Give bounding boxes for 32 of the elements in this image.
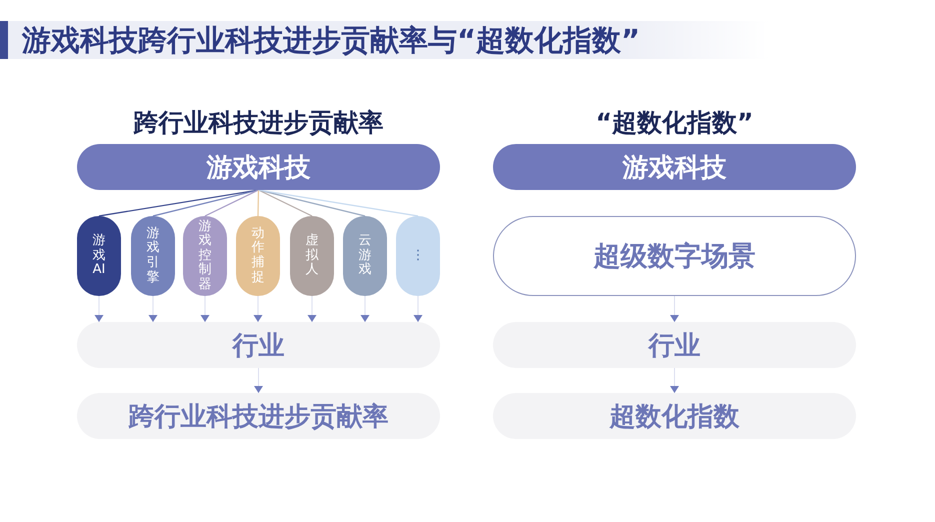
down-arrow bbox=[414, 296, 422, 322]
down-arrow bbox=[94, 296, 104, 322]
category-pill: 云游戏 bbox=[343, 216, 387, 296]
connector-line bbox=[258, 189, 312, 217]
category-pill: ⋮ bbox=[396, 216, 440, 296]
down-arrow bbox=[254, 296, 262, 322]
stage-pill: 跨行业科技进步贡献率 bbox=[77, 393, 440, 439]
connector-line bbox=[258, 189, 366, 217]
column-heading: “超数化指数” bbox=[594, 107, 754, 139]
connector-line bbox=[258, 189, 418, 217]
down-arrow bbox=[308, 296, 316, 322]
stage-pill: 超数化指数 bbox=[493, 393, 856, 439]
down-arrow bbox=[148, 296, 158, 322]
down-arrow bbox=[670, 296, 679, 322]
down-arrow bbox=[254, 368, 263, 394]
category-pill: 虚拟人 bbox=[290, 216, 334, 296]
outlined-pill: 超级数字场景 bbox=[493, 216, 856, 296]
category-pill: 游戏引擎 bbox=[131, 216, 175, 296]
category-pill: 动作捕捉 bbox=[236, 216, 280, 296]
stage-pill: 行业 bbox=[77, 322, 440, 368]
down-arrow bbox=[200, 296, 210, 322]
down-arrow bbox=[670, 368, 679, 394]
header-pill: 游戏科技 bbox=[77, 144, 440, 190]
category-pill: 游戏控制器 bbox=[183, 216, 227, 296]
category-pill: 游戏AI bbox=[77, 216, 121, 296]
stage-pill: 行业 bbox=[493, 322, 856, 368]
connector-line bbox=[257, 190, 260, 216]
down-arrow bbox=[360, 296, 370, 322]
connector-line bbox=[204, 189, 259, 217]
header-pill: 游戏科技 bbox=[493, 144, 856, 190]
column-heading: 跨行业科技进步贡献率 bbox=[132, 107, 384, 139]
connector-line bbox=[152, 189, 259, 217]
